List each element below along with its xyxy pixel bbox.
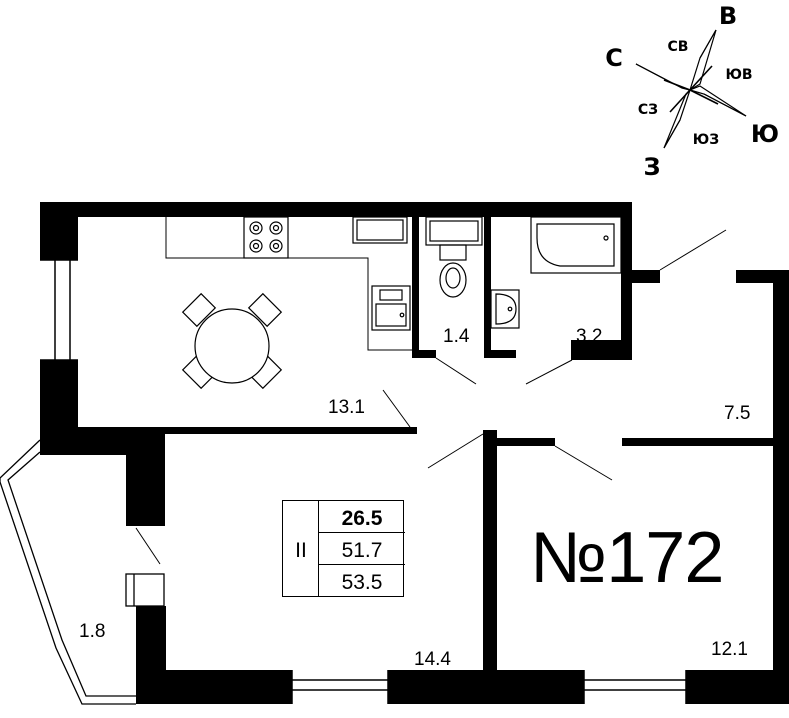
compass-east-label: В [718, 2, 738, 30]
compass-southwest-label: ЮЗ [692, 132, 720, 148]
apartment-number: №172 [530, 518, 724, 598]
area-summary-table: II 26.5 51.7 53.5 [282, 500, 405, 597]
room-count: II [295, 539, 307, 562]
walls [40, 202, 789, 704]
balcony [0, 439, 165, 705]
compass-northeast-label: СВ [667, 39, 689, 55]
stove-icon [243, 216, 289, 259]
compass-southeast-label: ЮВ [725, 67, 753, 83]
wc-area-label: 1.4 [443, 326, 470, 347]
balcony-area-label: 1.8 [79, 621, 106, 642]
total-with-balcony-cell: 53.5 [319, 565, 405, 597]
washbasin-icon [490, 289, 520, 329]
hall-area-label: 7.5 [724, 403, 751, 424]
living-area-value: 26.5 [341, 507, 383, 530]
compass-northwest-label: СЗ [637, 102, 659, 118]
total-area-cell: 51.7 [319, 533, 405, 565]
total-with-balcony-value: 53.5 [341, 571, 383, 594]
living-area-cell: 26.5 [319, 501, 405, 533]
living-room-area-label: 14.4 [414, 649, 451, 670]
kitchen-area-label: 13.1 [328, 397, 365, 418]
toilet-icon [439, 244, 467, 298]
compass-south-label: Ю [750, 120, 780, 148]
kitchen-counter [165, 217, 412, 351]
bedroom-area-label: 12.1 [711, 639, 748, 660]
room-count-cell: II [283, 501, 319, 596]
compass-north-label: С [605, 44, 623, 72]
bathroom-area-label: 3.2 [576, 326, 603, 347]
compass-rose-icon [635, 29, 747, 149]
compass-west-label: З [643, 153, 661, 181]
sink-icon [371, 285, 411, 331]
door-swings [135, 229, 727, 565]
window-icon [40, 259, 687, 704]
dining-table-icon [181, 292, 283, 390]
total-area-value: 51.7 [341, 539, 383, 562]
bathtub-icon [530, 216, 622, 274]
